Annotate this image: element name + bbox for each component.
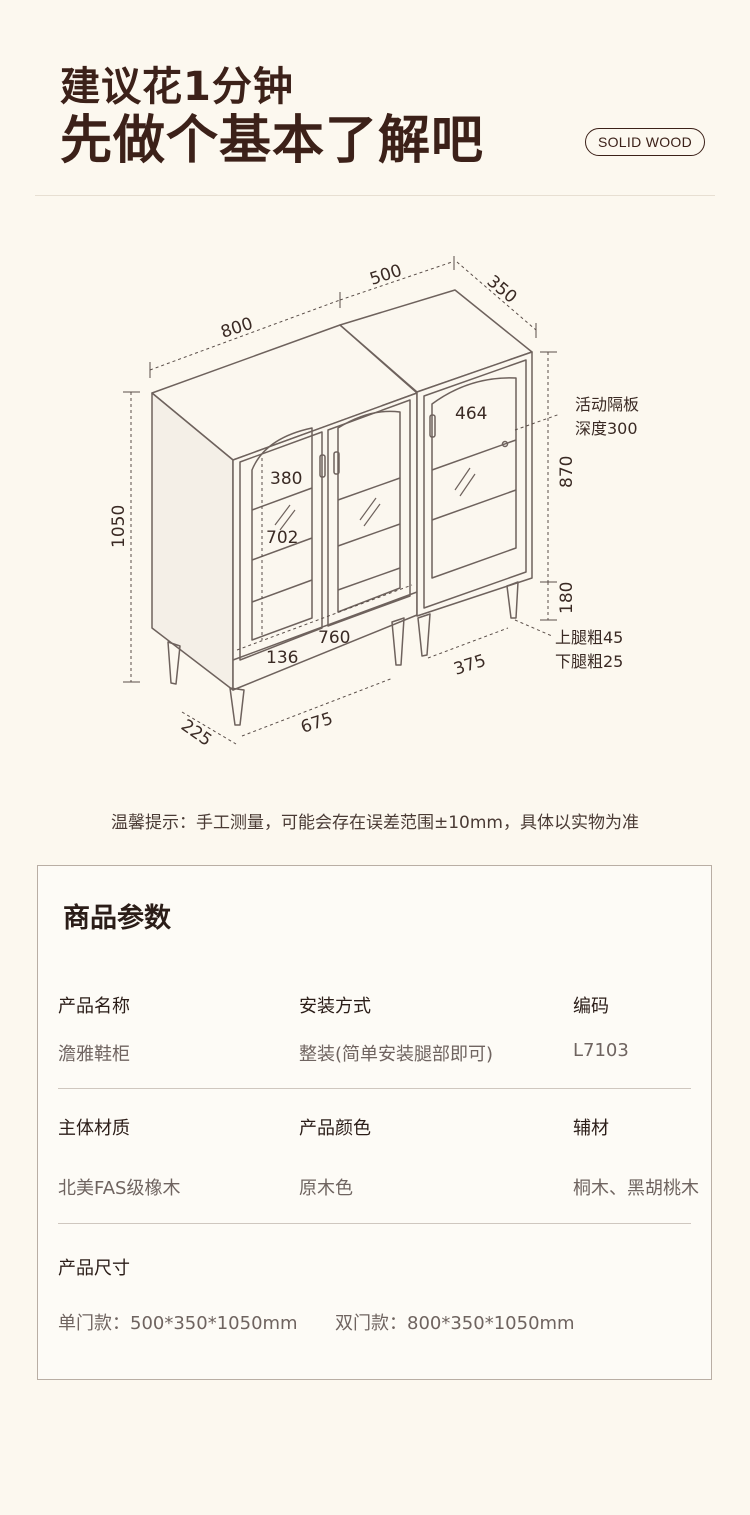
dim-height-total: 1050	[109, 505, 129, 548]
value-product-name: 澹雅鞋柜	[58, 1044, 130, 1065]
dim-single-width: 500	[367, 261, 404, 290]
dim-base-width: 675	[298, 709, 335, 738]
value-size-single: 单门款：500*350*1050mm	[58, 1313, 298, 1334]
dim-shelf-gap: 464	[455, 404, 487, 424]
page-title-line1: 建议花1分钟	[60, 64, 294, 110]
double-cabinet-drawing	[151, 324, 418, 726]
label-product-color: 产品颜色	[299, 1118, 371, 1139]
dim-double-width: 800	[218, 314, 255, 343]
note-leg-line2: 下腿粗25	[555, 652, 623, 671]
label-product-name: 产品名称	[58, 996, 130, 1017]
value-auxiliary-material: 桐木、黑胡桃木	[573, 1178, 699, 1199]
label-product-size: 产品尺寸	[58, 1258, 130, 1279]
note-shelf-line1: 活动隔板	[575, 395, 639, 414]
product-params-panel: 商品参数 产品名称 安装方式 编码 澹雅鞋柜 整装(简单安装腿部即可) L710…	[37, 865, 712, 1380]
dim-inner-width: 760	[318, 628, 350, 648]
label-code: 编码	[573, 996, 609, 1017]
params-title: 商品参数	[63, 903, 171, 934]
solid-wood-badge: SOLID WOOD	[585, 128, 705, 156]
value-main-material: 北美FAS级橡木	[58, 1178, 181, 1199]
dim-door-gap: 380	[270, 469, 302, 489]
dim-leg-height: 180	[557, 582, 577, 614]
dimension-lines	[130, 261, 561, 745]
row-divider-2	[58, 1223, 691, 1224]
annotation-notes: 活动隔板 深度300 上腿粗45 下腿粗25	[555, 395, 639, 671]
value-product-color: 原木色	[299, 1178, 353, 1199]
dim-base-depth: 375	[451, 651, 488, 680]
dim-leg-offset: 225	[177, 716, 215, 751]
label-main-material: 主体材质	[58, 1118, 130, 1139]
dimension-ticks	[123, 256, 557, 683]
note-shelf-line2: 深度300	[575, 419, 638, 438]
measurement-tip: 温馨提示：手工测量，可能会存在误差范围±10mm，具体以实物为准	[111, 813, 639, 833]
page-title-line2: 先做个基本了解吧	[60, 111, 485, 171]
dim-door-height: 702	[266, 528, 298, 548]
dim-bottom-gap: 136	[266, 648, 298, 668]
header-divider	[35, 195, 715, 196]
label-install-method: 安装方式	[299, 996, 371, 1017]
dim-depth: 350	[483, 272, 521, 308]
cabinet-dimension-diagram: 500 350 800 1050 464 870 180 380 702 760…	[109, 256, 639, 751]
row-divider-1	[58, 1088, 691, 1089]
single-cabinet-drawing	[339, 289, 533, 657]
note-leg-line1: 上腿粗45	[555, 628, 623, 647]
dim-cabinet-height: 870	[557, 456, 577, 488]
value-size-double: 双门款：800*350*1050mm	[335, 1313, 575, 1334]
value-install-method: 整装(简单安装腿部即可)	[299, 1044, 494, 1065]
label-auxiliary-material: 辅材	[573, 1118, 609, 1139]
value-code: L7103	[573, 1040, 629, 1061]
